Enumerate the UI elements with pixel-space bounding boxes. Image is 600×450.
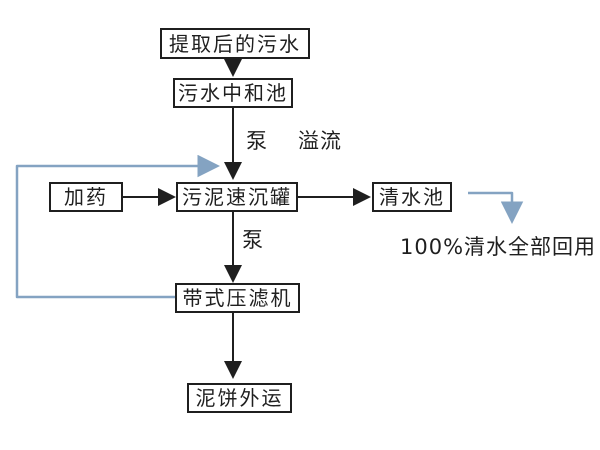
node-extracted-wastewater: 提取后的污水	[160, 28, 310, 59]
arrow-cleanwater-to-reuse	[468, 191, 524, 224]
label-reuse-note: 100%清水全部回用	[400, 235, 597, 259]
node-neutralization-pool: 污水中和池	[173, 78, 293, 108]
arrow-recycle-loop	[15, 154, 220, 299]
node-sludge-settling-tank: 污泥速沉罐	[176, 182, 298, 212]
node-belt-filter-press: 带式压滤机	[175, 283, 300, 313]
label-pump-lower: 泵	[242, 228, 264, 252]
node-dosing: 加药	[49, 182, 123, 212]
node-mud-cake-out: 泥饼外运	[187, 383, 292, 413]
label-pump-upper: 泵	[246, 129, 268, 153]
node-clean-water-pool: 清水池	[372, 182, 452, 212]
label-overflow: 溢流	[298, 129, 342, 153]
